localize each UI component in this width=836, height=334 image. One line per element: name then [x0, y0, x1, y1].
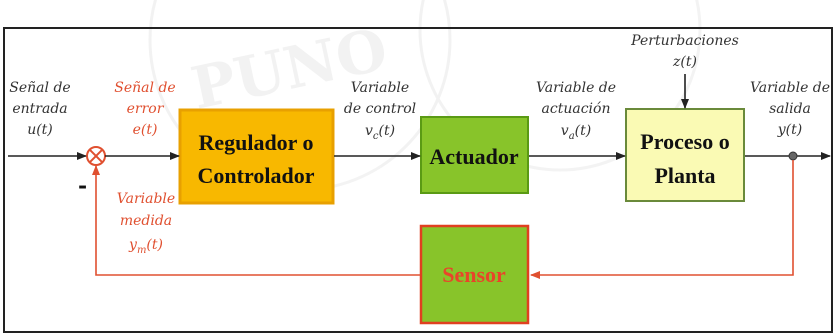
summing-cross-2 — [88, 148, 104, 164]
minus-sign: - — [78, 173, 87, 199]
measured-label-line2: medida — [120, 213, 172, 229]
diagram-frame — [3, 27, 833, 333]
output-label-line3: y(t) — [777, 122, 802, 138]
error-label-line3: e(t) — [133, 122, 158, 138]
takeoff-point — [788, 151, 798, 161]
actuator-box — [420, 116, 529, 194]
output-signal-label: Variable de salida y(t) — [750, 80, 830, 138]
sensor-label: Sensor — [442, 262, 506, 287]
control-label-line3: vc(t) — [365, 123, 395, 142]
error-label-line1: Señal de — [114, 80, 175, 96]
actuation-signal-label: Variable de actuación va(t) — [536, 80, 616, 142]
actuator-block: Actuador — [420, 116, 529, 194]
controller-label-line1: Regulador o — [198, 130, 313, 155]
actuation-label-line1: Variable de — [536, 80, 616, 96]
output-label-line1: Variable de — [750, 80, 830, 96]
watermark-seal-2 — [418, 0, 702, 172]
output-label-line2: salida — [769, 101, 811, 117]
disturbance-label-line2: z(t) — [672, 54, 697, 70]
control-label-line1: Variable — [351, 80, 409, 96]
plant-block: Proceso o Planta — [625, 108, 745, 202]
actuator-label: Actuador — [429, 144, 518, 169]
actuation-label-line2: actuación — [542, 101, 611, 117]
measured-signal-label: Variable medida ym(t) — [117, 191, 175, 256]
feedback-to-junction-line — [92, 165, 420, 276]
disturbance-label-line1: Perturbaciones — [630, 33, 739, 49]
input-label-line1: Señal de — [9, 80, 70, 96]
control-label-line2: de control — [344, 101, 416, 117]
plant-label-line1: Proceso o — [640, 129, 729, 154]
sensor-box — [419, 224, 530, 325]
plant-box — [625, 108, 745, 202]
error-signal-label: Señal de error e(t) — [114, 80, 175, 138]
input-label-line2: entrada — [12, 101, 67, 117]
summing-junction: - — [78, 146, 106, 199]
measured-label-line3: ym(t) — [128, 237, 163, 256]
plant-label-line2: Planta — [654, 163, 715, 188]
control-signal-label: Variable de control vc(t) — [344, 80, 416, 142]
disturbance-signal-label: Perturbaciones z(t) — [630, 33, 739, 70]
error-label-line2: error — [127, 101, 165, 117]
actuation-label-line3: va(t) — [561, 123, 591, 142]
controller-box — [178, 108, 335, 205]
feedback-to-sensor-line — [530, 160, 794, 279]
measured-label-line1: Variable — [117, 191, 175, 207]
controller-label-line2: Controlador — [198, 163, 315, 188]
sensor-block: Sensor — [419, 224, 530, 325]
input-label-line3: u(t) — [27, 122, 53, 138]
input-signal-label: Señal de entrada u(t) — [9, 80, 70, 138]
controller-block: Regulador o Controlador — [178, 108, 335, 205]
